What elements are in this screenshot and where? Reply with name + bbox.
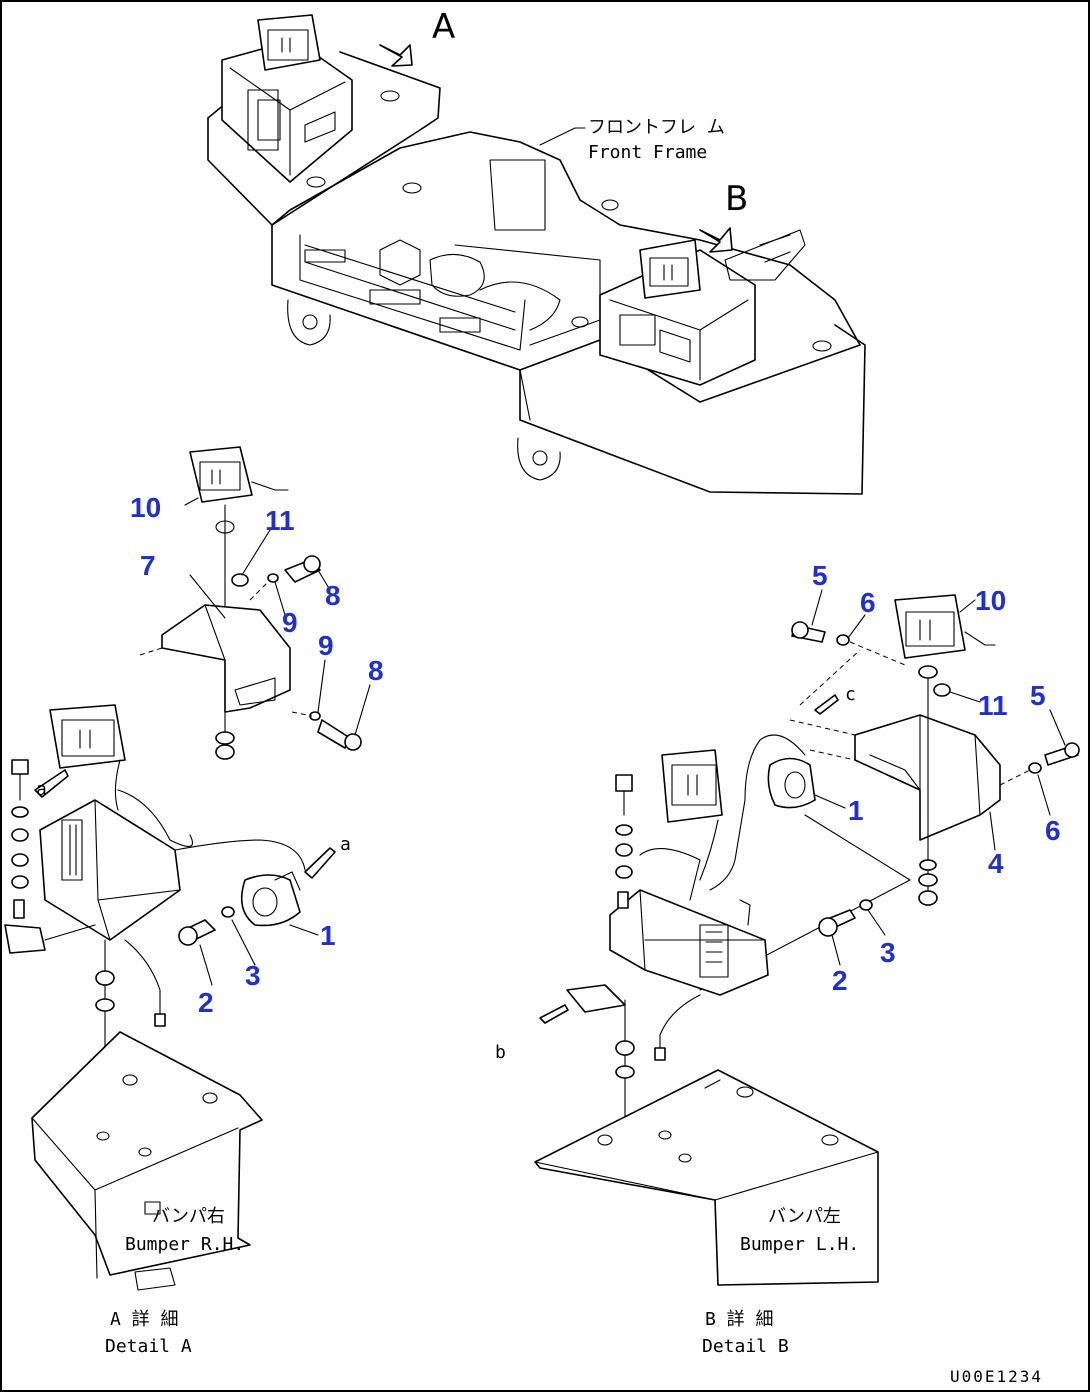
callout-11-detail-a: 11 bbox=[265, 505, 295, 536]
arrow-a-label-top: a bbox=[36, 779, 47, 800]
detail-b-jp: B 詳 細 bbox=[705, 1309, 774, 1330]
arrow-a-label-right: a bbox=[340, 834, 351, 855]
drawing-code: U00E1234 bbox=[950, 1367, 1043, 1386]
callout-numbers: 1 2 3 7 8 8 9 9 10 11 1 2 3 4 5 5 6 6 10… bbox=[130, 492, 1061, 1018]
detail-a-assembly bbox=[4, 704, 336, 1291]
callout-8-lower: 8 bbox=[368, 655, 384, 686]
callout-10-detail-a: 10 bbox=[130, 492, 161, 523]
callout-1-detail-a: 1 bbox=[320, 920, 336, 951]
bracket-7-exploded bbox=[139, 446, 362, 760]
callout-leaders bbox=[184, 497, 1066, 986]
callout-8-upper: 8 bbox=[325, 580, 341, 611]
arrow-c-label: c bbox=[845, 684, 856, 705]
callout-6-upper: 6 bbox=[860, 587, 876, 618]
callout-10-detail-b: 10 bbox=[975, 585, 1006, 616]
callout-2-detail-a: 2 bbox=[198, 987, 214, 1018]
callout-3-detail-b: 3 bbox=[880, 937, 896, 968]
detail-a-jp: A 詳 細 bbox=[110, 1309, 179, 1330]
callout-6-right: 6 bbox=[1045, 815, 1061, 846]
callout-5-right: 5 bbox=[1030, 680, 1046, 711]
arrow-b-label: b bbox=[495, 1042, 506, 1063]
bumper-lh-en: Bumper L.H. bbox=[740, 1234, 859, 1255]
callout-2-detail-b: 2 bbox=[832, 965, 848, 996]
callout-7: 7 bbox=[140, 550, 156, 581]
front-frame-label-en: Front Frame bbox=[588, 142, 707, 163]
bumper-lh-jp: バンパ左 bbox=[768, 1206, 841, 1227]
bumper-rh-jp: バンパ右 bbox=[152, 1206, 225, 1227]
front-frame-label-jp: フロントフレ ム bbox=[588, 117, 725, 138]
view-marker-b: B bbox=[725, 179, 748, 219]
front-frame-assembly bbox=[207, 14, 866, 495]
callout-9-upper: 9 bbox=[282, 607, 298, 638]
detail-b-assembly bbox=[534, 594, 1080, 1286]
callout-4: 4 bbox=[988, 848, 1004, 879]
bumper-rh-en: Bumper R.H. bbox=[125, 1234, 244, 1255]
callout-9-lower: 9 bbox=[318, 630, 334, 661]
detail-b-en: Detail B bbox=[702, 1336, 789, 1357]
detail-a-en: Detail A bbox=[105, 1336, 192, 1357]
callout-3-detail-a: 3 bbox=[245, 960, 261, 991]
callout-11-detail-b: 11 bbox=[978, 690, 1008, 721]
callout-1-detail-b: 1 bbox=[848, 795, 864, 826]
callout-5-upper: 5 bbox=[812, 560, 828, 591]
view-marker-a: A bbox=[432, 7, 455, 47]
